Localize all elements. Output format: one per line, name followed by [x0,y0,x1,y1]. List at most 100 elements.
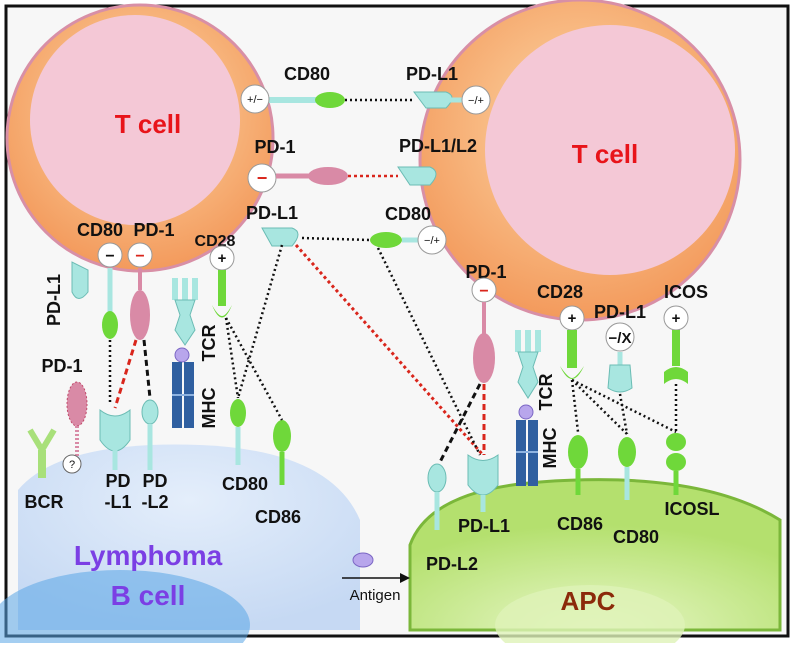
bcr-receptor [27,428,57,478]
icosl-label: ICOSL [664,499,719,519]
pd1-right-receptor [473,333,495,383]
cd80-right-cell-receptor [370,232,402,248]
t-cell-left-nucleus [30,15,240,225]
mhc-left [172,362,194,428]
pd1-right-label: PD-1 [465,262,506,282]
cd80-left-sign-badge [97,242,123,268]
lymphoma-label: Lymphoma [74,540,223,571]
pd1-left-receptor [130,290,150,340]
pdl1-right-sign: −/X [609,330,632,347]
cd28-right-sign: + [568,310,577,327]
pdl1-vertical-receptor [71,261,89,299]
pdl1-top-sign: −/+ [468,95,484,107]
tcr-right [515,330,541,399]
pdl2-apc-head [427,463,447,493]
cd86-apc-label: CD86 [557,514,603,534]
pdl1-right-label: PD-L1 [594,302,646,322]
cd86-lymphoma-label: CD86 [255,507,301,527]
t-cell-right-nucleus [485,25,735,275]
pd-l2-label-b: -L2 [142,492,169,512]
antigen-label: Antigen [350,587,401,604]
cd80-apc-receptor [618,437,636,467]
pd1-pdl2-apc-link [438,383,482,463]
tcr-right-label: TCR [536,374,556,411]
cd80-top-receptor [315,92,345,108]
icos-stalk [672,330,680,366]
pdl1-left-cell-receptor [261,227,299,247]
cd80-top-sign: +/− [247,94,263,106]
pd-l1-label-a: PD [105,471,130,491]
pdl1-top-sign-badge [461,85,491,115]
cd86-apc-receptor [568,435,588,469]
mhc-right [516,420,538,486]
pd-l1-label-b: -L1 [105,492,132,512]
mhc-right-label: MHC [540,428,560,469]
pdl1-right-sign-badge [605,322,635,352]
cd80-pdl1-apc-link [376,247,482,456]
antigen-arrow-head [400,573,410,583]
cd28-left-label: CD28 [195,233,236,250]
pdl1l2-receptor [397,166,437,186]
icos-receptor [664,367,688,384]
pd1-mid-receptor [308,167,348,185]
apc-nucleus [495,585,685,648]
pdl1-cd80-lymphoma-link [236,244,284,399]
apc-label: APC [561,586,616,616]
cd28-cd86-link [224,317,284,421]
antigen-peptide-right [518,404,534,420]
cd80-left-sign: − [105,248,114,265]
icos-sign: + [672,310,681,327]
pd1-mid-sign: − [257,168,268,188]
pd1-left-bottom-label: PD-1 [133,220,174,240]
t-cell-right-label: T cell [572,139,638,169]
mhc-left-label: MHC [199,388,219,429]
cd80-left-receptor [102,311,118,339]
icosl-apc-receptor [666,453,686,471]
pd1-left-sign: − [135,248,144,265]
pdl1-apc-label: PD-L1 [458,516,510,536]
bcr-label: BCR [25,492,64,512]
pd1-pdl1-lymphoma-link [113,339,138,409]
pd1-mid-label: PD-1 [254,137,295,157]
cd80-left-bottom-label: CD80 [77,220,123,240]
cd28-left-sign: + [218,250,227,267]
icos-label: ICOS [664,282,708,302]
cd28-left-receptor [212,305,232,318]
b-cell-label: B cell [111,580,186,611]
apc-cell [408,478,782,632]
pdl1-right-receptor [607,364,633,393]
cd86-lymphoma-receptor [273,420,291,452]
pdl1-cd80-link [301,236,371,242]
pdl2-apc-label: PD-L2 [426,554,478,574]
pdl1-top-label: PD-L1 [406,64,458,84]
cd80-lymphoma-label: CD80 [222,474,268,494]
cd28-right-stalk [567,330,577,368]
pd1-lymphoma-label: PD-1 [41,356,82,376]
cd28-right-label: CD28 [537,282,583,302]
pdl1-vertical-label: PD-L1 [44,274,64,326]
pdl1-cd80-apc-link [618,393,629,435]
cd80-lymphoma-receptor [230,399,246,427]
pd1-lymphoma-receptor [66,381,88,427]
pdl1-apc-receptor [467,454,499,496]
cd80-right-cell-label: CD80 [385,204,431,224]
lymphoma-nucleus [0,570,250,648]
pd1-right-sign: − [479,283,488,300]
cd28-icosl-link [571,378,677,434]
cd28-cd80-link [224,317,240,399]
cd80-top-sign-badge [240,84,270,114]
cd28-right-receptor [560,366,584,379]
pdl1-left-cell-label: PD-L1 [246,203,298,223]
antigen-peptide-left [174,347,190,363]
pdl1l2-label: PD-L1/L2 [399,136,477,156]
question-badge [62,454,82,474]
cd80-top-label: CD80 [284,64,330,84]
pd-l2-label-a: PD [142,471,167,491]
cd80-right-sign: −/+ [424,235,440,247]
antigen-glyph [352,552,374,568]
cd28-left-stalk [218,270,226,306]
pd1-left-sign-badge [127,242,153,268]
t-cell-left-label: T cell [115,109,181,139]
